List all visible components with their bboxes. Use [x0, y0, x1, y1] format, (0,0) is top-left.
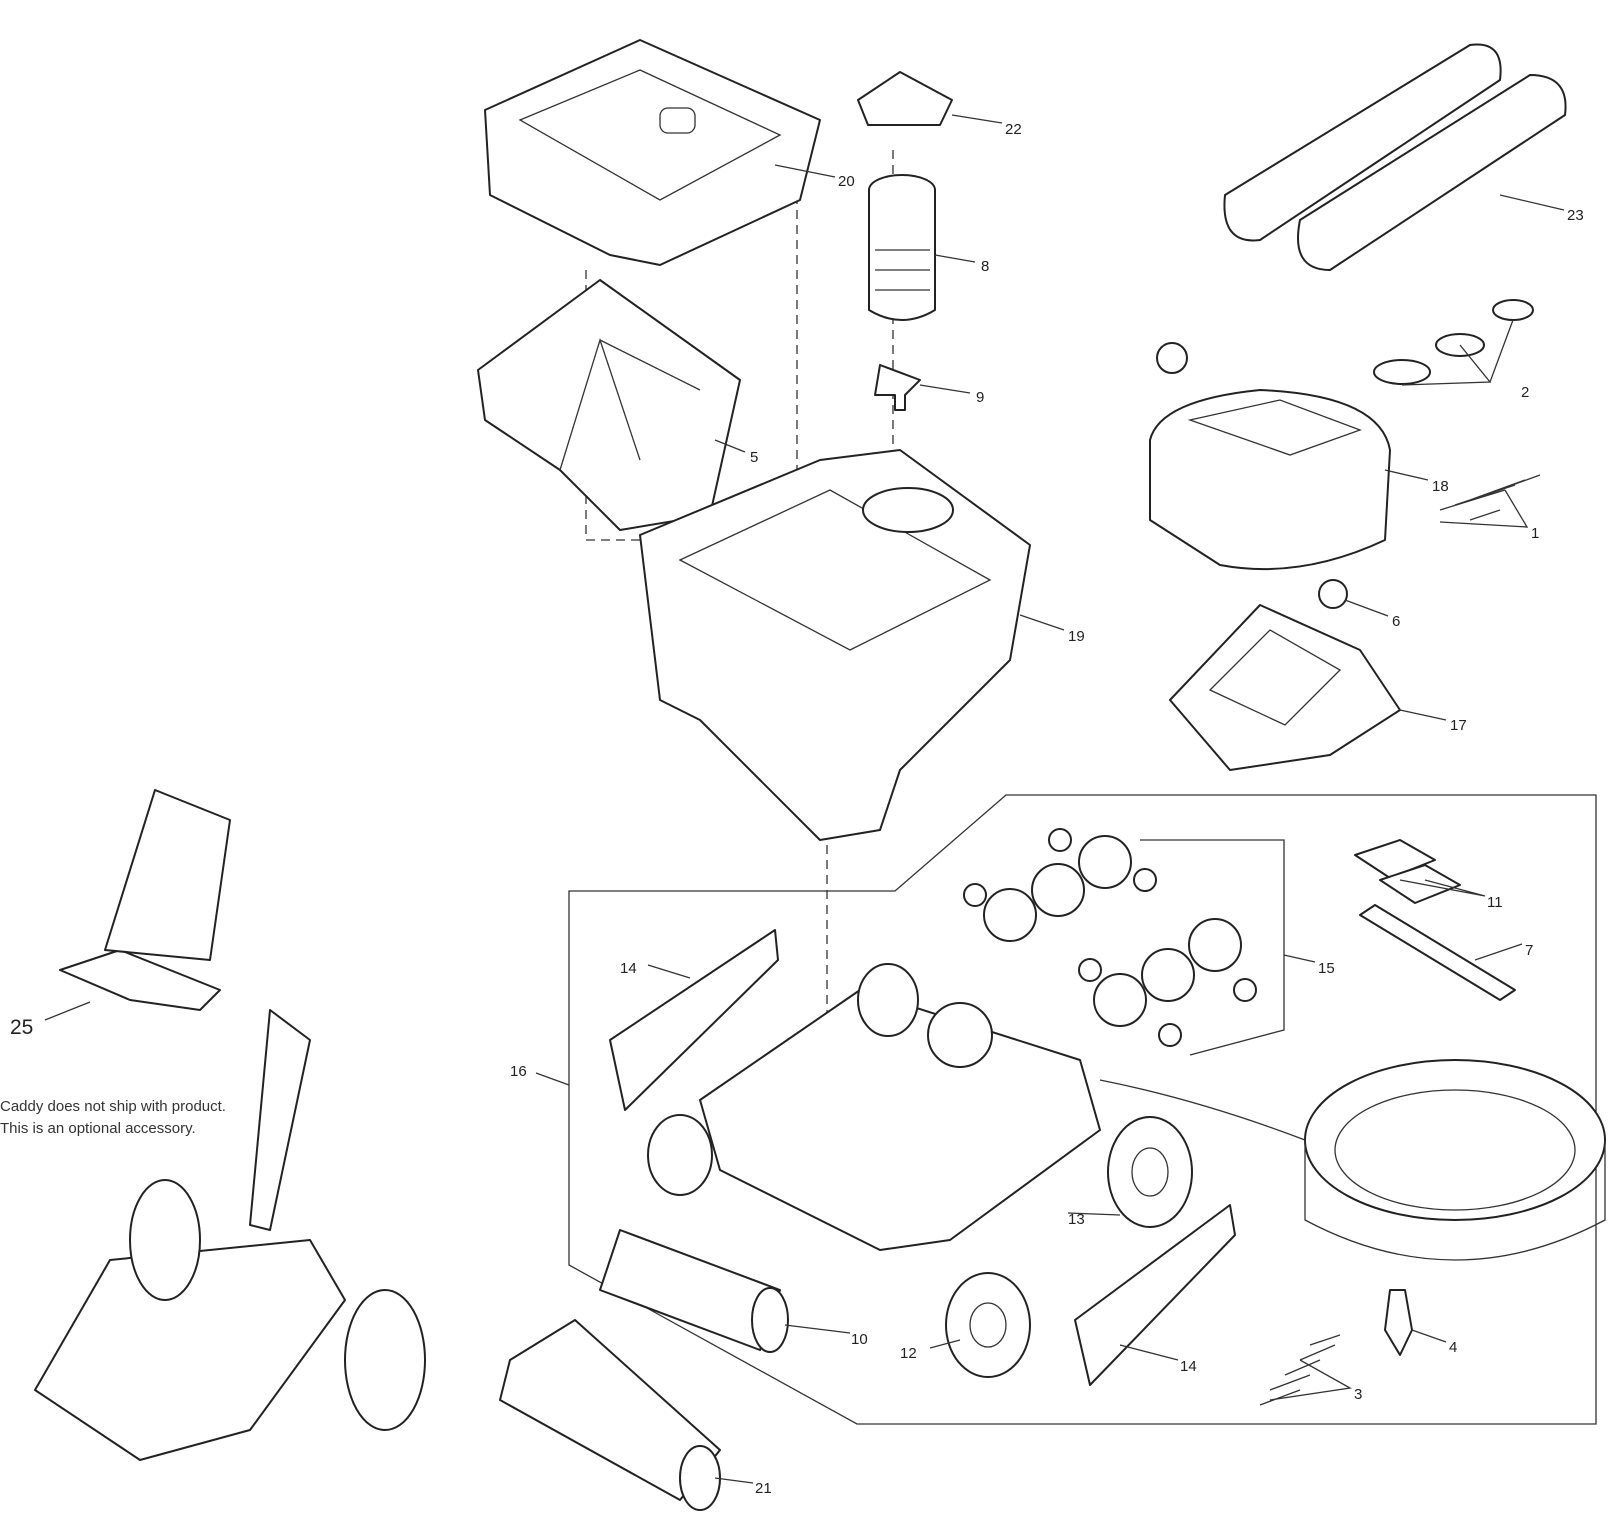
part-23-tracks — [1223, 43, 1567, 271]
wheel-rear — [857, 963, 919, 1037]
part-25-caddy — [34, 789, 426, 1461]
assembly-16-boundary — [568, 794, 1597, 1425]
cable-coil — [1099, 1059, 1606, 1261]
part-21-brush — [499, 1319, 721, 1511]
label-4: 4 — [1449, 1339, 1457, 1356]
caddy-note: Caddy does not ship with product. This i… — [0, 1096, 226, 1140]
part-19-body — [639, 449, 1031, 841]
caddy-note-line2: This is an optional accessory. — [0, 1120, 196, 1137]
label-6: 6 — [1392, 613, 1400, 630]
part-6-knob — [1318, 579, 1348, 609]
part-15-gears — [963, 828, 1257, 1047]
part-labels: 22 20 8 9 5 19 23 2 18 1 6 17 11 7 15 16… — [10, 121, 1584, 1497]
leader-lines — [44, 114, 1565, 1484]
label-8: 8 — [981, 258, 989, 275]
label-14-lower: 14 — [1180, 1358, 1197, 1375]
part-4-swivel — [1384, 1289, 1413, 1356]
label-9: 9 — [976, 389, 984, 406]
label-2: 2 — [1521, 384, 1529, 401]
part-12-wheel — [945, 1272, 1031, 1378]
label-3: 3 — [1354, 1386, 1362, 1403]
part-11-pads — [1354, 839, 1461, 904]
part-1-screws — [1439, 474, 1541, 521]
caddy-note-line1: Caddy does not ship with product. — [0, 1098, 226, 1115]
label-25: 25 — [10, 1016, 33, 1039]
part-7-bar — [1359, 904, 1516, 1001]
part-5-filter-basket — [477, 279, 741, 531]
part-14-side-plate-upper — [609, 929, 779, 1111]
part-20-top-cover — [484, 39, 821, 266]
part-17-handle — [1169, 604, 1401, 771]
label-22: 22 — [1005, 121, 1022, 138]
label-21: 21 — [755, 1480, 772, 1497]
label-15: 15 — [1318, 960, 1335, 977]
part-10-brush-roller — [599, 1229, 789, 1353]
part-8-filter-cartridge — [868, 174, 936, 321]
part-18-motor-unit — [1149, 342, 1391, 571]
part-9-impeller — [874, 364, 921, 411]
wheel-left — [647, 1114, 713, 1196]
label-19: 19 — [1068, 628, 1085, 645]
part-3-screws — [1259, 1334, 1341, 1406]
label-17: 17 — [1450, 717, 1467, 734]
label-5: 5 — [750, 449, 758, 466]
part-14-side-plate-lower — [1074, 1204, 1236, 1386]
label-18: 18 — [1432, 478, 1449, 495]
part-13-wheel — [1107, 1116, 1193, 1228]
label-13: 13 — [1068, 1211, 1085, 1228]
part-22-cap — [857, 71, 953, 126]
label-10: 10 — [851, 1331, 868, 1348]
label-16: 16 — [510, 1063, 527, 1080]
label-7: 7 — [1525, 942, 1533, 959]
label-20: 20 — [838, 173, 855, 190]
label-12: 12 — [900, 1345, 917, 1362]
label-23: 23 — [1567, 207, 1584, 224]
label-11: 11 — [1487, 894, 1503, 911]
label-14-upper: 14 — [620, 960, 637, 977]
part-2-caps — [1373, 299, 1534, 385]
label-1: 1 — [1531, 525, 1539, 542]
